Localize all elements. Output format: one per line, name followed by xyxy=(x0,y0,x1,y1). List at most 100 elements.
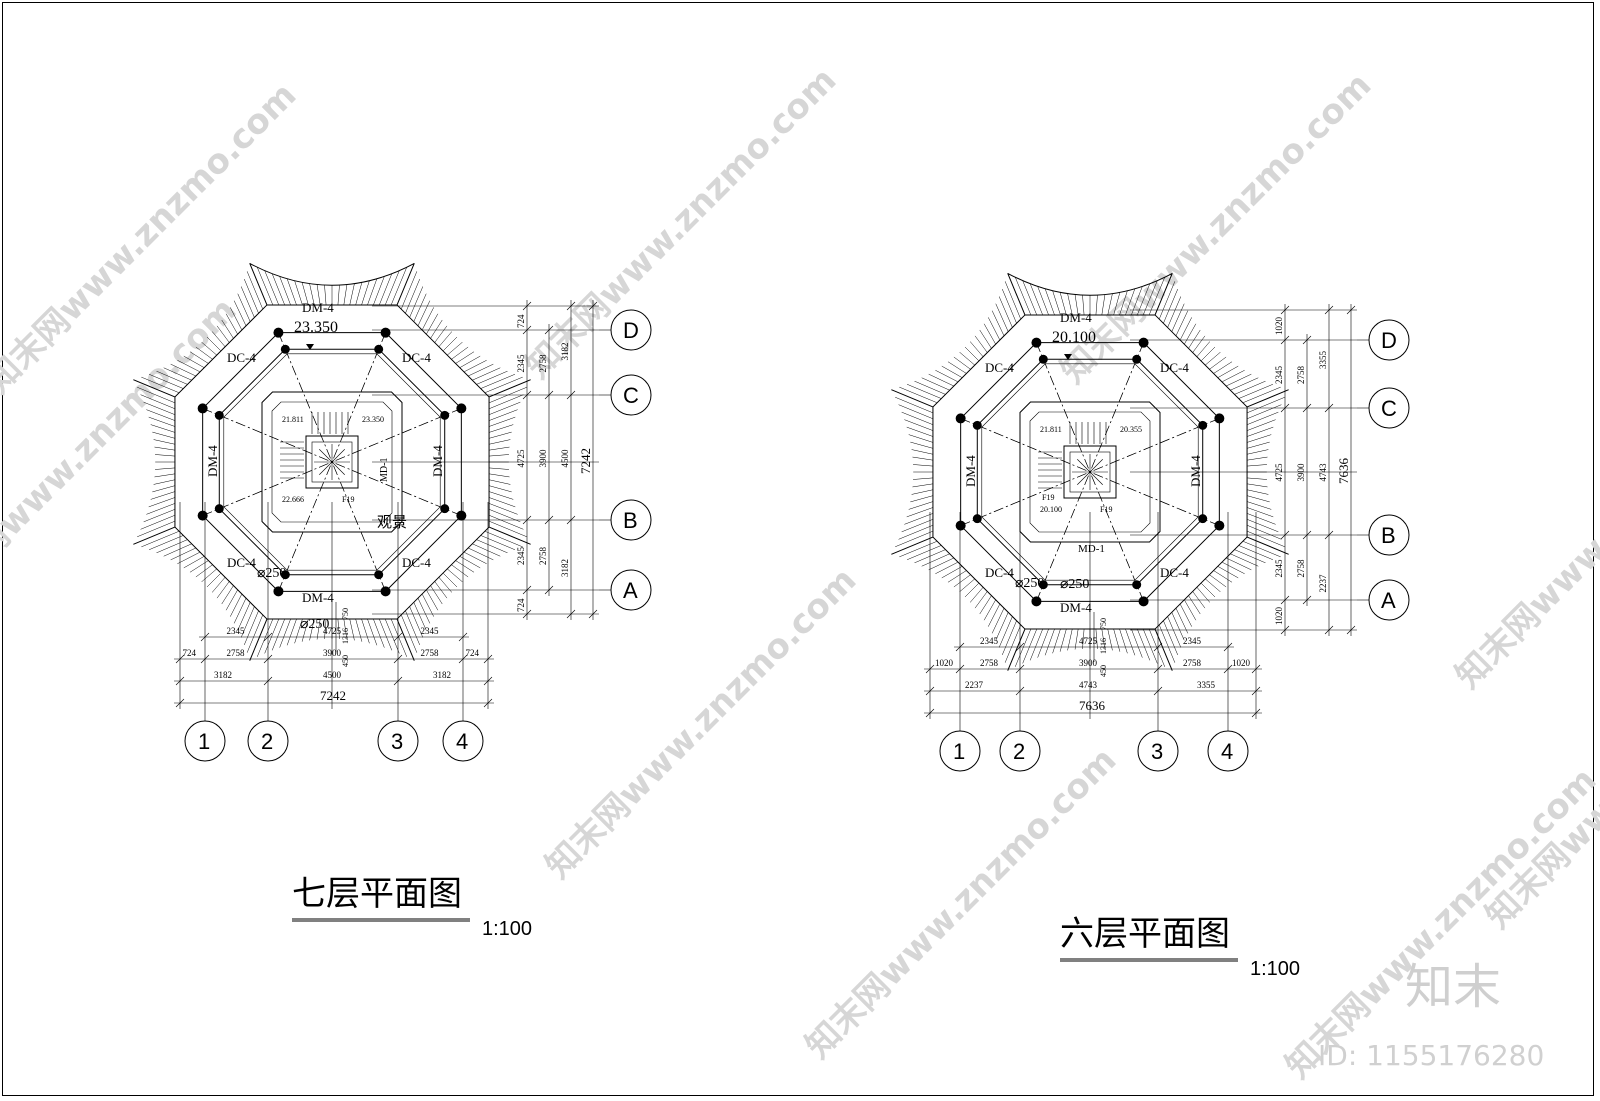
roof-tile-line xyxy=(137,520,176,538)
column xyxy=(456,510,467,521)
roof-tile-line xyxy=(447,341,463,356)
roof-tile-line xyxy=(476,370,508,385)
roof-tile-line xyxy=(488,503,518,515)
roof-tile-line xyxy=(484,531,523,548)
roof-tile-line xyxy=(991,310,1005,336)
column xyxy=(280,570,290,580)
dimension-text: 2758 xyxy=(980,658,999,668)
roof-tile-line xyxy=(480,374,516,389)
roof-tile-line xyxy=(912,483,933,488)
roof-tile-line xyxy=(430,585,443,605)
column xyxy=(972,514,982,524)
roof-tile-line xyxy=(1119,628,1128,654)
roof-tile-line xyxy=(343,619,348,640)
roof-tile-line xyxy=(1052,628,1061,654)
roof-tile-line xyxy=(152,485,176,493)
roof-tile-line xyxy=(1167,616,1182,648)
roof-tile-line xyxy=(1044,628,1055,656)
dimension-text: 1020 xyxy=(1274,607,1284,626)
dimension-text: 2345 xyxy=(1274,559,1284,578)
roof-tile-line xyxy=(401,271,418,310)
roof-tile-line xyxy=(1230,553,1259,567)
roof-tile-line xyxy=(417,598,431,624)
roof-tile-line xyxy=(189,351,209,364)
roof-tile-line xyxy=(1200,582,1216,598)
dimension-text: 3182 xyxy=(433,670,451,680)
roof-tile-line xyxy=(1148,277,1166,316)
dimension-text: 3182 xyxy=(214,670,232,680)
axis-bubble xyxy=(939,730,981,772)
roof-tile-line xyxy=(355,282,363,306)
watermark-text: 知末网www.znzmo.com xyxy=(798,740,1124,1066)
column xyxy=(214,410,224,420)
roof-tile-line xyxy=(1226,373,1252,387)
roof-tile-line xyxy=(1192,335,1206,353)
roof-tile-line xyxy=(343,284,348,305)
roof-tile-line xyxy=(155,454,175,457)
roof-tile-line xyxy=(230,307,243,331)
roof-tile-line xyxy=(988,317,1001,341)
roof-tile-line xyxy=(1067,293,1073,315)
column xyxy=(1038,580,1048,590)
dimension-total: 7636 xyxy=(1079,698,1106,713)
roof-tile-line xyxy=(489,479,511,485)
dimension-text: 1316 xyxy=(341,628,350,644)
roof-tile-line xyxy=(1247,477,1267,480)
axis-label: 2 xyxy=(261,729,273,754)
roof-tile-line xyxy=(237,293,251,322)
roof-tile-line xyxy=(1246,404,1282,420)
roof-tile-line xyxy=(906,384,942,399)
stair-level: 21.811 xyxy=(282,415,304,424)
roof-ridge-line xyxy=(1007,273,1026,316)
watermark-text: 知末网www.znzmo.com xyxy=(538,560,864,886)
dimension-text: 750 xyxy=(341,608,350,620)
column xyxy=(197,510,208,521)
roof-tile-line xyxy=(1234,549,1266,564)
roof-tile-line xyxy=(921,553,950,567)
stair-core-inner xyxy=(1029,411,1151,533)
dimension-text: 4725 xyxy=(1079,636,1098,646)
roof-ridge-line xyxy=(891,536,934,555)
axis-label: D xyxy=(1381,328,1397,353)
roof-tile-line xyxy=(177,551,201,564)
dimension-text: 1020 xyxy=(1274,317,1284,336)
roof-tile-line xyxy=(421,593,434,617)
roof-tile-line xyxy=(928,373,954,387)
roof-tile-line xyxy=(216,581,230,599)
roof-tile-line xyxy=(1246,524,1282,540)
roof-tile-line xyxy=(1022,628,1038,664)
axis-bubble xyxy=(184,720,226,762)
roof-tile-line xyxy=(409,286,424,318)
roof-tile-line xyxy=(279,276,291,306)
level-marker xyxy=(306,344,314,350)
roof-tile-line xyxy=(216,325,230,343)
roof-tile-line xyxy=(163,543,192,557)
roof-tile-line xyxy=(1095,295,1098,315)
roof-tile-line xyxy=(484,376,523,393)
axis-label: 1 xyxy=(198,729,210,754)
roof-tile-line xyxy=(1247,483,1268,488)
roof-tile-line xyxy=(964,346,980,362)
axis-label: 4 xyxy=(456,729,468,754)
door-label-right: DM-4 xyxy=(430,445,445,477)
column xyxy=(1038,354,1048,364)
dimension-text: 3355 xyxy=(1318,351,1328,370)
roof-tile-line xyxy=(913,477,933,480)
axis-bubble xyxy=(1368,514,1410,556)
roof-tile-line xyxy=(1044,288,1055,316)
roof-tile-line xyxy=(463,551,487,564)
roof-tile-line xyxy=(1246,396,1285,414)
roof-tile-line xyxy=(156,539,188,554)
roof-tile-line xyxy=(488,491,514,500)
roof-tile-line xyxy=(489,454,509,457)
roof-tile-line xyxy=(240,286,255,318)
door-label-md1: MD-1 xyxy=(379,458,390,482)
column xyxy=(972,420,982,430)
roof-tile-line xyxy=(141,531,180,548)
roof-tile-line xyxy=(1188,329,1201,349)
axis-label: A xyxy=(1381,588,1396,613)
roof-tile-line xyxy=(1175,310,1189,336)
roof-tile-line xyxy=(148,535,184,550)
roof-tile-line xyxy=(206,336,222,352)
